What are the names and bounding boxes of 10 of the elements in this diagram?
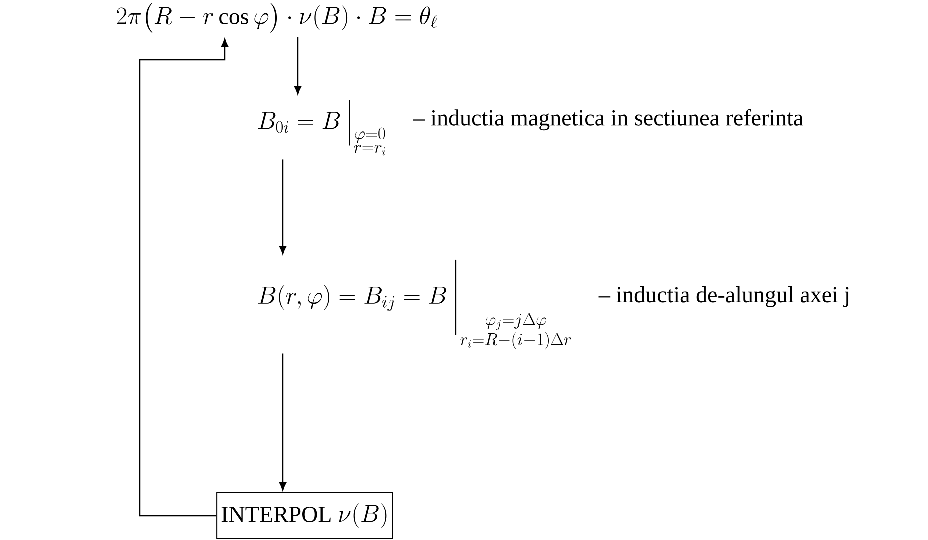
arrow: [294, 37, 302, 95]
arrow: [279, 160, 287, 254]
note: – inductia magnetica in sectiunea referinta: [413, 109, 804, 131]
process-box: $\mathrm{INTERPOL}\ \nu(B)$: [216, 492, 394, 540]
arrow: [139, 38, 229, 517]
formula: $2\pi\bigl(R - r\cos\varphi\bigr)\cdot \nu(B)\cdot B = \theta_{\ell}$: [117, 3, 438, 33]
formula: $B_{0i} = B\,\Big|_{\substack{\varphi=0\\ r=r_i}}$: [258, 100, 386, 156]
note: – inductia de-alungul axei j: [598, 286, 849, 308]
arrow: [279, 354, 287, 491]
formula: $B(r,\varphi) = B_{ij} = B\,\Bigg|_{\substack{\varphi_j=j\Delta\varphi\\ r_i=R-(i-1)\Delta r}}$: [258, 260, 572, 350]
